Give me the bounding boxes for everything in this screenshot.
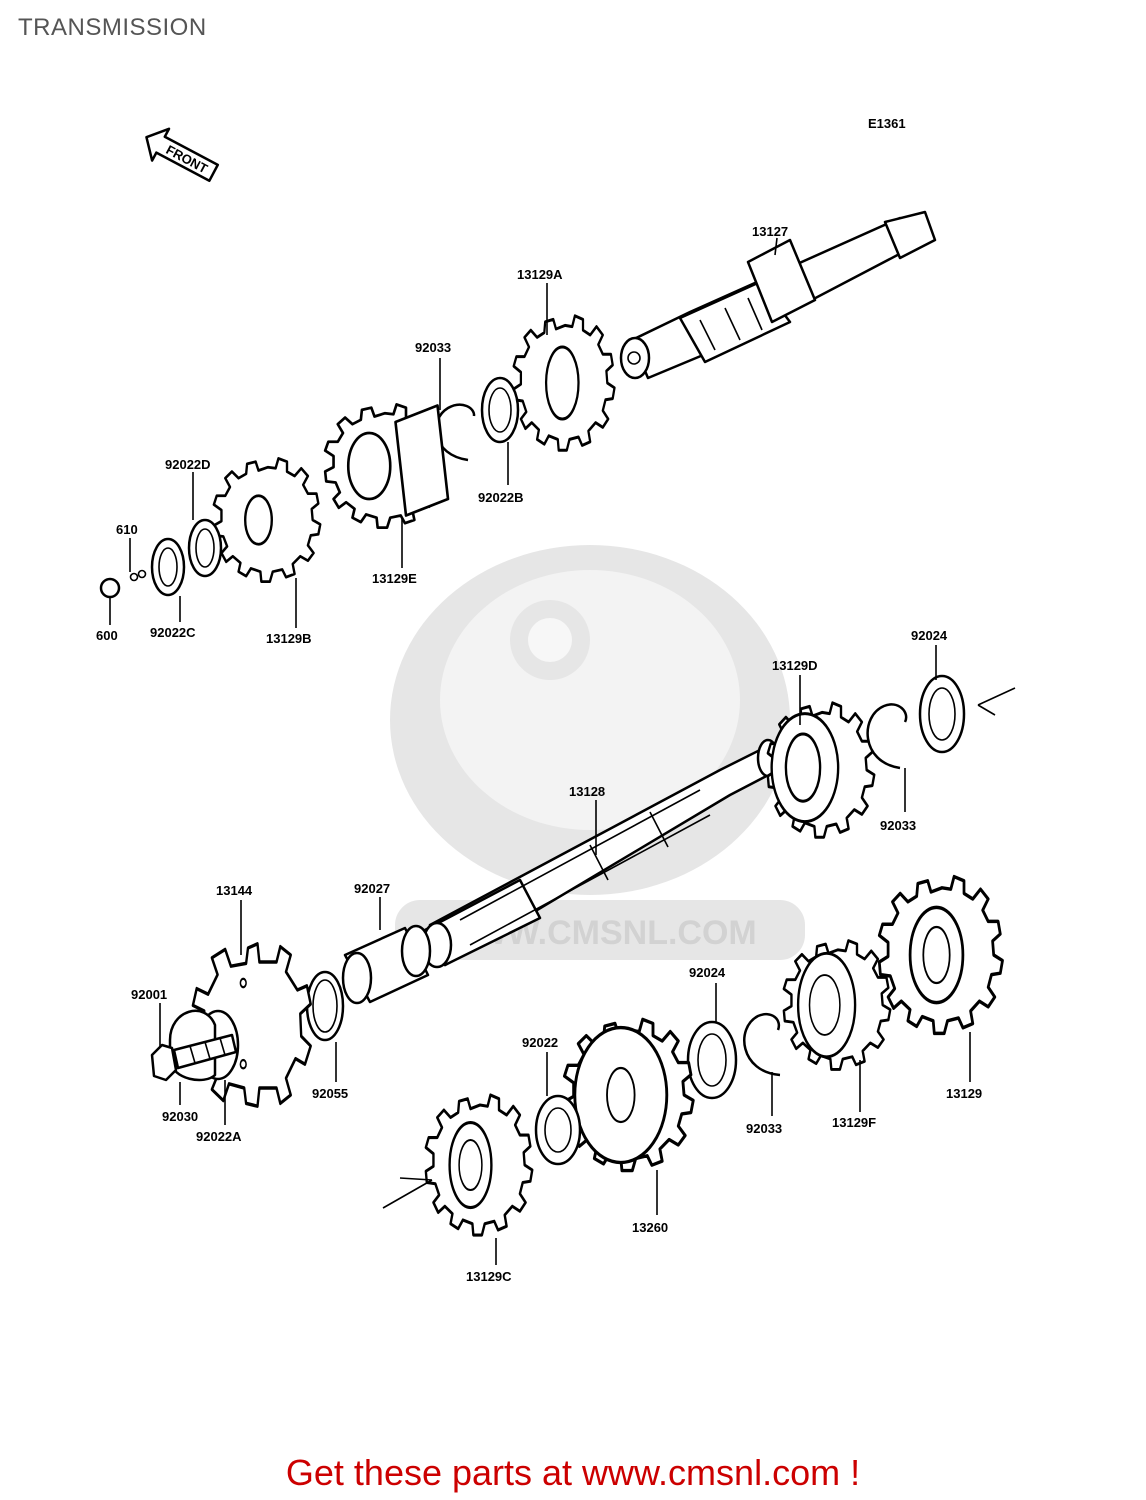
gear-13129B <box>212 457 322 583</box>
label-13127: 13127 <box>752 224 788 239</box>
label-13129C: 13129C <box>466 1269 512 1284</box>
direction-pointer-right <box>977 687 1016 716</box>
label-13129: 13129 <box>946 1086 982 1101</box>
label-13129D: 13129D <box>772 658 818 673</box>
leader-lines <box>109 237 971 1265</box>
watermark-logo: WWW.CMSNL.COM <box>390 545 805 960</box>
circlip-92033-bottom <box>743 1013 781 1077</box>
collar-92027 <box>341 924 432 1005</box>
washer-92022D <box>187 518 223 578</box>
gear-13129E <box>323 403 450 529</box>
front-arrow: FRONT <box>145 127 220 183</box>
page-title: TRANSMISSION <box>18 14 207 41</box>
label-92001: 92001 <box>131 987 167 1002</box>
exploded-parts-diagram: WWW.CMSNL.COM FRONT E1361 <box>96 116 1016 1284</box>
label-92030: 92030 <box>162 1109 198 1124</box>
label-92055: 92055 <box>312 1086 348 1101</box>
label-92024-bottom: 92024 <box>689 965 726 980</box>
figure-code: E1361 <box>868 116 906 131</box>
label-13129B: 13129B <box>266 631 312 646</box>
circlip-92033-top <box>434 403 476 462</box>
gear-13129A <box>512 314 617 452</box>
gear-13129F <box>782 939 892 1071</box>
label-13129F: 13129F <box>832 1115 876 1130</box>
ball-600 <box>99 577 121 599</box>
washer-92022B <box>480 376 520 444</box>
part-labels: 13127 13129A 92033 92022D 610 600 92022C… <box>96 224 982 1284</box>
direction-pointer-left <box>382 1177 433 1209</box>
label-92022A: 92022A <box>196 1129 242 1144</box>
washer-92024-right <box>918 674 966 754</box>
label-13129E: 13129E <box>372 571 417 586</box>
gear-13129D <box>766 701 876 839</box>
label-92022C: 92022C <box>150 625 196 640</box>
label-13128: 13128 <box>569 784 605 799</box>
bolt-92001 <box>150 1033 238 1082</box>
label-13144: 13144 <box>216 883 253 898</box>
label-13260: 13260 <box>632 1220 668 1235</box>
washer-92024-bottom <box>686 1020 738 1100</box>
washer-92022 <box>534 1094 582 1166</box>
label-92027: 92027 <box>354 881 390 896</box>
washer-92055 <box>305 970 345 1042</box>
footer-link[interactable]: Get these parts at www.cmsnl.com ! <box>285 1452 861 1493</box>
gear-13129 <box>877 874 1005 1036</box>
circlip-92033-right <box>866 703 908 770</box>
label-92033-right: 92033 <box>880 818 916 833</box>
label-92022B: 92022B <box>478 490 524 505</box>
gear-13129C <box>424 1093 534 1237</box>
label-13129A: 13129A <box>517 267 563 282</box>
washer-92022C <box>150 537 186 597</box>
label-92033-bottom: 92033 <box>746 1121 782 1136</box>
label-92033-top: 92033 <box>415 340 451 355</box>
label-610: 610 <box>116 522 138 537</box>
label-92024-right: 92024 <box>911 628 948 643</box>
o-ring-610 <box>129 569 147 582</box>
label-600: 600 <box>96 628 118 643</box>
label-92022: 92022 <box>522 1035 558 1050</box>
label-92022D: 92022D <box>165 457 211 472</box>
gear-13260 <box>562 1017 695 1173</box>
